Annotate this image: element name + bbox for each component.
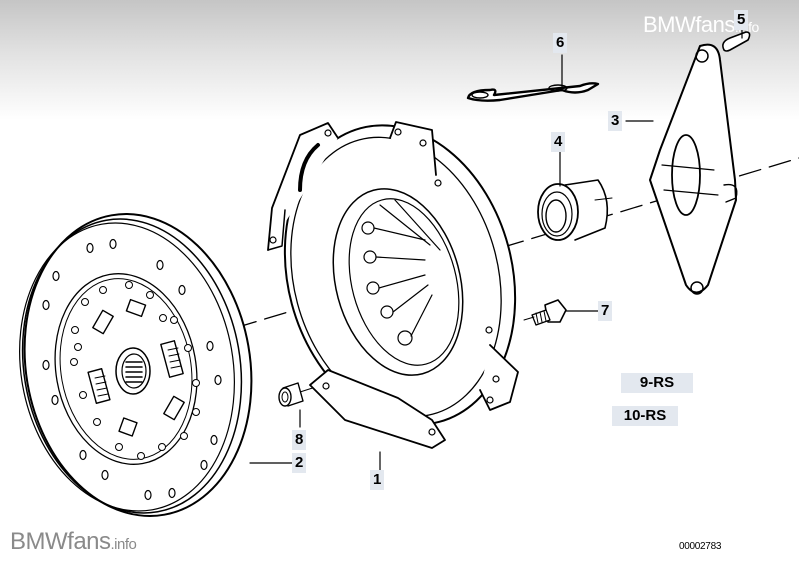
callout-8[interactable]: 8 (292, 430, 307, 450)
watermark-bottom: BMWfans.info (10, 528, 137, 556)
clutch-disc (19, 213, 253, 517)
note-9-rs[interactable]: 9-RS (621, 373, 693, 393)
callout-7[interactable]: 7 (598, 301, 613, 321)
note-10-rs[interactable]: 10-RS (612, 406, 678, 426)
callout-5[interactable]: 5 (734, 10, 749, 30)
callout-4[interactable]: 4 (551, 132, 566, 152)
watermark-suffix: .info (110, 536, 137, 553)
callout-1[interactable]: 1 (370, 470, 385, 490)
callout-3[interactable]: 3 (608, 111, 623, 131)
spring-clip (466, 82, 600, 102)
callout-6[interactable]: 6 (553, 33, 568, 53)
diagram-number: 00002783 (679, 541, 722, 552)
callout-2[interactable]: 2 (292, 453, 307, 473)
watermark-brand: BMWfans (643, 12, 735, 37)
dowel-sleeve (278, 382, 304, 407)
clip (722, 31, 751, 52)
pressure-plate (267, 121, 519, 449)
header-gradient (0, 0, 799, 120)
watermark-brand: BMWfans (10, 528, 111, 555)
release-bearing (537, 179, 613, 241)
release-lever (649, 43, 738, 295)
screw (523, 299, 567, 326)
